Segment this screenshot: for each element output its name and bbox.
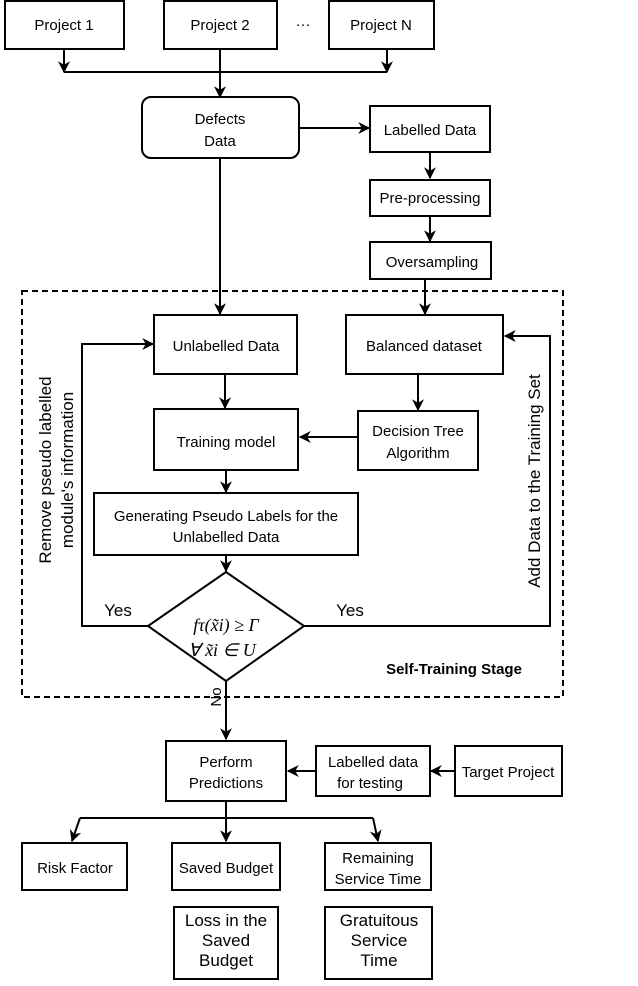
edge-yes-left-loop bbox=[81, 338, 155, 627]
node-perform-predictions: Perform Predictions bbox=[165, 740, 287, 802]
remove-info-label-line1: Remove pseudo labelled bbox=[36, 376, 55, 563]
svg-text:Data: Data bbox=[204, 133, 236, 150]
yes-right-label: Yes bbox=[336, 601, 364, 620]
node-saved-budget: Saved Budget bbox=[171, 842, 281, 891]
edge-split-risk bbox=[69, 817, 82, 843]
svg-text:Predictions: Predictions bbox=[189, 775, 263, 792]
svg-text:Budget: Budget bbox=[199, 951, 253, 970]
svg-text:Remaining: Remaining bbox=[342, 850, 414, 867]
edge-split-remaining bbox=[369, 817, 382, 843]
svg-text:Project N: Project N bbox=[350, 17, 412, 34]
node-target-project: Target Project bbox=[454, 745, 563, 797]
svg-text:Unlabelled Data: Unlabelled Data bbox=[173, 338, 280, 355]
node-condition-diamond: fτ(x̃i) ≥ Γ ∀ x̃i ∈ U bbox=[146, 570, 306, 683]
add-to-training-label: Add Data to the Training Set bbox=[525, 374, 544, 588]
node-gratuitous-service-time: Gratuitous Service Time bbox=[324, 906, 433, 980]
yes-left-label: Yes bbox=[104, 601, 132, 620]
node-decision-tree: Decision Tree Algorithm bbox=[357, 410, 479, 471]
self-training-stage-label: Self-Training Stage bbox=[386, 661, 522, 678]
svg-text:Project 2: Project 2 bbox=[190, 17, 249, 34]
svg-text:Service Time: Service Time bbox=[335, 871, 422, 888]
remove-info-label-line2: module's information bbox=[58, 392, 77, 548]
node-project-1: Project 1 bbox=[4, 0, 125, 50]
svg-text:Unlabelled Data: Unlabelled Data bbox=[173, 529, 280, 546]
svg-text:Target Project: Target Project bbox=[462, 764, 555, 781]
node-pre-processing: Pre-processing bbox=[369, 179, 491, 217]
svg-text:Generating Pseudo Labels for t: Generating Pseudo Labels for the bbox=[114, 508, 338, 525]
svg-text:Risk Factor: Risk Factor bbox=[37, 860, 113, 877]
svg-text:Project 1: Project 1 bbox=[34, 17, 93, 34]
node-training-model: Training model bbox=[153, 408, 299, 471]
svg-text:Time: Time bbox=[360, 951, 397, 970]
svg-text:Algorithm: Algorithm bbox=[386, 445, 449, 462]
svg-text:Labelled Data: Labelled Data bbox=[384, 122, 477, 139]
node-remaining-service-time: Remaining Service Time bbox=[324, 842, 432, 891]
svg-text:Perform: Perform bbox=[199, 754, 252, 771]
node-oversampling: Oversampling bbox=[369, 241, 492, 280]
node-labelled-testing: Labelled data for testing bbox=[315, 745, 431, 797]
node-project-2: Project 2 bbox=[163, 0, 278, 50]
node-labelled-data: Labelled Data bbox=[369, 105, 491, 153]
svg-text:Oversampling: Oversampling bbox=[386, 254, 479, 271]
node-defects-data: Defects Data bbox=[141, 96, 300, 159]
node-balanced-dataset: Balanced dataset bbox=[345, 314, 504, 375]
svg-text:Gratuitous: Gratuitous bbox=[340, 911, 418, 930]
svg-text:for testing: for testing bbox=[337, 775, 403, 792]
svg-text:Decision Tree: Decision Tree bbox=[372, 423, 464, 440]
self-training-stage-region bbox=[21, 290, 564, 698]
node-pseudo-labels: Generating Pseudo Labels for the Unlabel… bbox=[93, 492, 359, 556]
node-project-n: Project N bbox=[328, 0, 435, 50]
svg-text:Balanced dataset: Balanced dataset bbox=[366, 338, 483, 355]
node-loss-saved-budget: Loss in the Saved Budget bbox=[173, 906, 279, 980]
no-label: No bbox=[208, 687, 225, 706]
svg-text:Loss in the: Loss in the bbox=[185, 911, 267, 930]
svg-text:Defects: Defects bbox=[195, 111, 246, 128]
node-risk-factor: Risk Factor bbox=[21, 842, 128, 891]
svg-text:Labelled data: Labelled data bbox=[328, 754, 419, 771]
svg-text:fτ(x̃i) ≥ Γ: fτ(x̃i) ≥ Γ bbox=[193, 615, 259, 636]
svg-text:Saved: Saved bbox=[202, 931, 250, 950]
svg-text:Service: Service bbox=[351, 931, 408, 950]
edge-yes-right-loop bbox=[304, 330, 551, 627]
svg-text:∀ x̃i ∈ U: ∀ x̃i ∈ U bbox=[188, 640, 256, 660]
svg-text:Training model: Training model bbox=[177, 434, 276, 451]
node-unlabelled-data: Unlabelled Data bbox=[153, 314, 298, 375]
svg-text:Saved Budget: Saved Budget bbox=[179, 860, 274, 877]
projects-ellipsis: ··· bbox=[296, 16, 311, 33]
svg-text:Pre-processing: Pre-processing bbox=[380, 190, 481, 207]
